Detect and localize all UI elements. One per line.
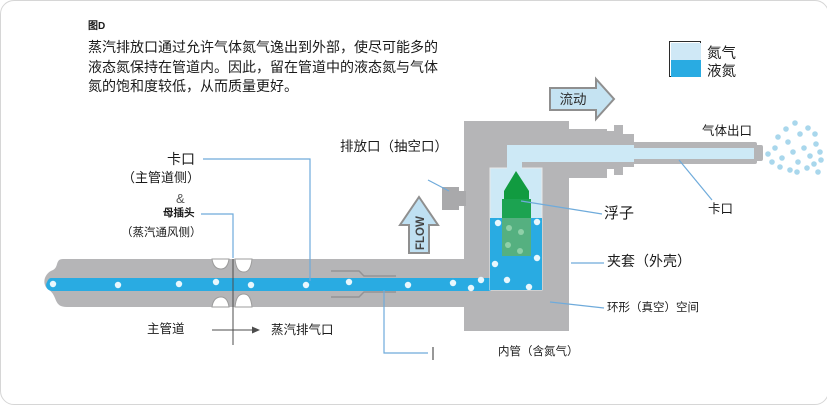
description-line-2: 液态氮保持在管道内。因此，留在管道中的液态氮与气体 (88, 58, 438, 75)
label-bayonet-right: 卡口 (708, 202, 734, 216)
label-gas-outlet: 气体出口 (702, 124, 753, 138)
float-dot (518, 229, 524, 235)
leader-lines (201, 158, 713, 354)
float-dot (506, 225, 512, 231)
description-line-3: 氮的饱和度较低，从而质量更好。 (88, 78, 298, 94)
leader-vent-port (427, 179, 450, 192)
main-pipe-liquid-core (46, 278, 491, 291)
legend-swatch (669, 41, 701, 77)
label-vent-port: 排放口（抽空口） (340, 139, 448, 154)
float-body-submerged (502, 218, 531, 256)
joint-notch-top-left (211, 258, 230, 270)
section-arrow-head (252, 326, 260, 334)
float-peak (504, 171, 529, 199)
figure-tag: 图D (88, 21, 106, 32)
label-annular-space: 环形（真空）空间 (607, 302, 699, 314)
leader-float (520, 200, 603, 215)
legend: 氮气 液氮 (669, 41, 827, 81)
flow-up-arrow (398, 195, 440, 254)
float-body (502, 199, 531, 219)
label-female-plug: 母插头 (163, 207, 195, 219)
gas-tube-horizontal (507, 145, 634, 162)
label-jacket: 夹套（外壳） (607, 253, 691, 269)
label-steam-vent-outlet: 蒸汽排气口 (271, 323, 334, 337)
label-main-pipe: 主管道 (147, 322, 185, 336)
pipe-bubbles (49, 218, 541, 292)
leader-bayonet-left (203, 158, 311, 281)
label-inner-pipe: 内管（含氮气） (498, 346, 579, 358)
outlet-pipe-tip (754, 145, 763, 161)
vent-port-fitting-step (458, 191, 466, 206)
leader-inner-pipe (383, 290, 428, 354)
label-steam-vent-side: （蒸汽通风侧） (121, 227, 202, 239)
legend-gas-label: 氮气 (707, 46, 736, 62)
leader-annular (549, 301, 605, 309)
flow-up-arrow-label: FLOW (415, 216, 427, 250)
outlet-pipe-gas-core (632, 148, 754, 159)
joint-notch-top-right (234, 258, 253, 273)
legend-liquid-swatch (671, 60, 701, 77)
flow-right-arrow-label: 流动 (560, 92, 587, 107)
label-bayonet-left-side: （主管道侧） (122, 170, 201, 185)
flow-right-arrow (549, 76, 616, 122)
legend-liquid-label: 液氮 (707, 64, 736, 80)
inner-pipe-step-top (331, 270, 396, 277)
legend-gas-swatch (671, 43, 701, 60)
leader-female-plug (201, 213, 234, 258)
float-dot (505, 242, 511, 248)
label-ampersand: & (176, 191, 185, 206)
vent-port-fitting (442, 187, 459, 210)
description-line-1: 蒸汽排放口通过允许气体氮气逸出到外部，使尽可能多的 (88, 39, 438, 55)
joint-notch-bottom-right (234, 293, 253, 308)
joint-notch-bottom-left (211, 296, 230, 308)
gas-spray (765, 120, 824, 175)
leader-bayonet-right (678, 159, 713, 201)
float-dot (517, 248, 523, 254)
figure-description: 蒸汽排放口通过允许气体氮气逸出到外部，使尽可能多的 液态氮保持在管道内。因此，留… (88, 38, 438, 97)
label-bayonet-left: 卡口 (167, 151, 195, 167)
label-float: 浮子 (604, 205, 635, 222)
inner-pipe-step-bottom (331, 291, 396, 298)
